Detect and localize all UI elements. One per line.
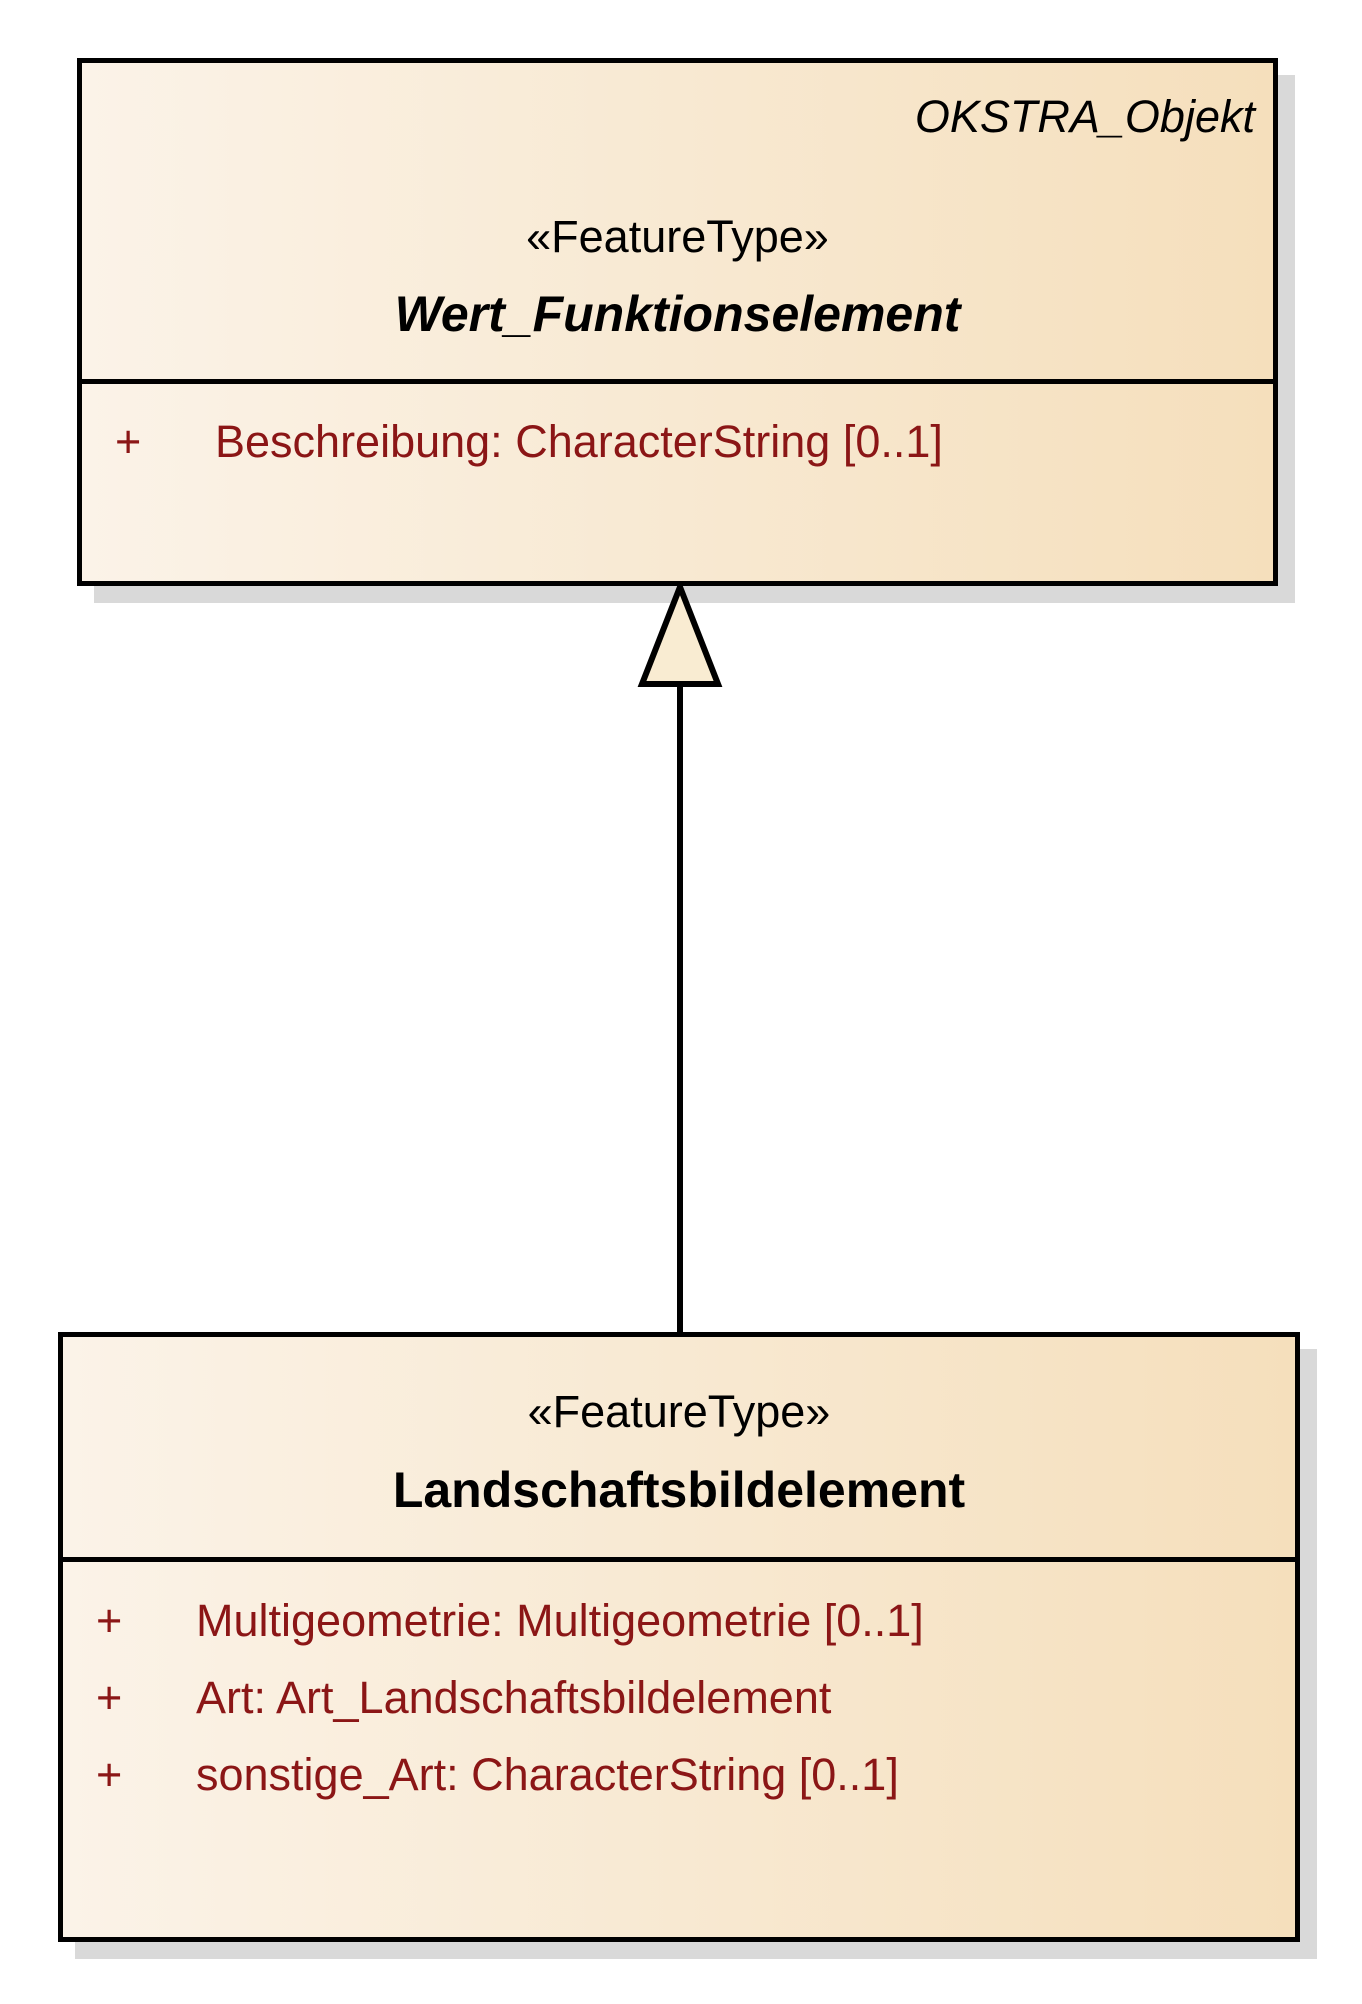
attribute-row: + Art: Art_Landschaftsbildelement [63, 1672, 1295, 1728]
class-header-landschaftsbildelement: «FeatureType» Landschaftsbildelement [63, 1337, 1295, 1557]
attribute-text: Art: Art_Landschaftsbildelement [196, 1672, 832, 1723]
class-box-landschaftsbildelement[interactable]: «FeatureType» Landschaftsbildelement + M… [58, 1332, 1300, 1942]
attribute-row: + sonstige_Art: CharacterString [0..1] [63, 1749, 1295, 1805]
class-name-label: Wert_Funktionselement [394, 286, 961, 342]
class-tag-label: OKSTRA_Objekt [914, 91, 1255, 142]
class-name-label: Landschaftsbildelement [392, 1462, 966, 1518]
stereotype-label: «FeatureType» [526, 211, 829, 262]
generalization-line [677, 684, 683, 1334]
attribute-visibility: + [96, 1595, 123, 1646]
generalization-triangle-icon [637, 582, 723, 687]
attribute-row: + Beschreibung: CharacterString [0..1] [82, 416, 1273, 472]
class-attributes-compartment: + Beschreibung: CharacterString [0..1] [82, 379, 1273, 581]
attribute-visibility: + [96, 1672, 123, 1723]
class-box-wert-funktionselement[interactable]: OKSTRA_Objekt «FeatureType» Wert_Funktio… [77, 58, 1278, 586]
class-header-wert-funktionselement: OKSTRA_Objekt «FeatureType» Wert_Funktio… [82, 63, 1273, 379]
attribute-visibility: + [115, 416, 142, 467]
stereotype-label: «FeatureType» [527, 1386, 831, 1437]
attribute-text: Multigeometrie: Multigeometrie [0..1] [196, 1595, 924, 1646]
attribute-text: sonstige_Art: CharacterString [0..1] [196, 1749, 899, 1800]
attribute-text: Beschreibung: CharacterString [0..1] [215, 416, 943, 467]
attribute-row: + Multigeometrie: Multigeometrie [0..1] [63, 1595, 1295, 1651]
attribute-visibility: + [96, 1749, 123, 1800]
class-attributes-compartment: + Multigeometrie: Multigeometrie [0..1] … [63, 1557, 1295, 1937]
